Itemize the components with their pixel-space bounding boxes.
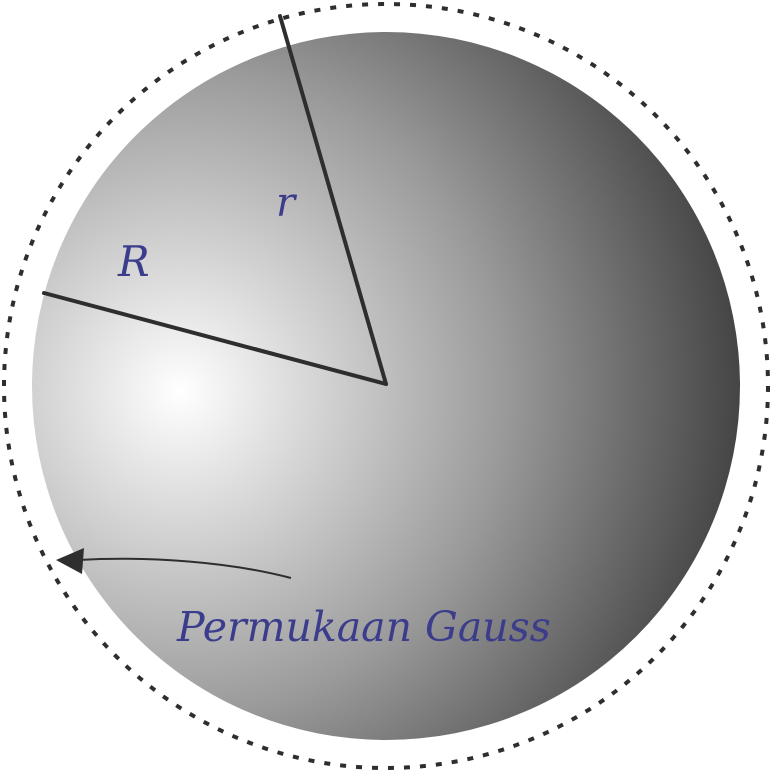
radius-line-r: [278, 14, 388, 386]
pointer-arrow-head: [56, 548, 84, 574]
label-inner-radius: R: [117, 237, 150, 286]
radius-line-R: [42, 291, 388, 386]
pointer-arrow-line: [77, 557, 292, 579]
label-outer-radius: r: [276, 180, 298, 226]
label-gaussian-surface: Permukaan Gauss: [176, 603, 551, 651]
